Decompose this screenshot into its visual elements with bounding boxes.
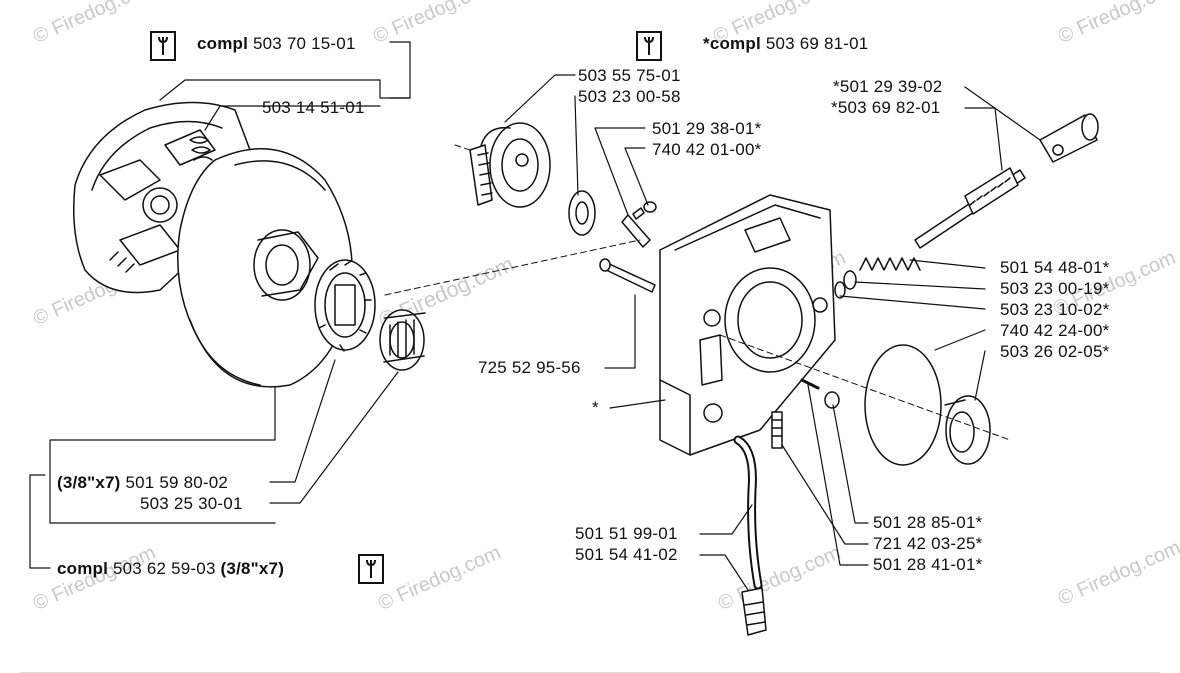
callout-washer-a: 503 23 00-58 — [578, 87, 681, 106]
callout-pump-housing: * — [592, 398, 599, 417]
clutch-drum — [177, 148, 353, 388]
pump-housing — [659, 194, 836, 456]
callout-washer-b: 503 23 00-19* — [1000, 279, 1110, 298]
callout-bearing: 503 25 30-01 — [140, 494, 243, 513]
callout-worm-gear: 503 55 75-01 — [578, 66, 681, 85]
callout-screw-b: 725 52 95-56 — [478, 358, 581, 377]
pump-spring — [859, 257, 921, 271]
callout-clutch-spring: 503 14 51-01 — [262, 98, 365, 117]
callout-clutch-drum: (3/8"x7) 501 59 80-02 — [57, 473, 229, 492]
callout-oil-filter: 501 54 41-02 — [575, 545, 678, 564]
callout-o-ring-small: 740 42 01-00* — [652, 140, 762, 159]
callout-pin: 501 28 41-01* — [873, 555, 983, 574]
seal-ring — [944, 395, 991, 465]
callout-coupling: *501 29 39-02 — [833, 77, 943, 96]
callout-screw-a: 501 29 38-01* — [652, 119, 762, 138]
callout-plug: 501 28 85-01* — [873, 513, 983, 532]
callout-o-ring-large: 740 42 24-00* — [1000, 321, 1110, 340]
pump-shaft — [914, 167, 1026, 249]
worm-gear — [469, 122, 551, 208]
oil-hose — [733, 435, 767, 636]
callout-drum-compl: compl 503 62 59-03 (3/8"x7) — [57, 559, 285, 578]
callout-clutch-compl: compl 503 70 15-01 — [197, 34, 356, 53]
callout-seal-ring: 503 26 02-05* — [1000, 342, 1110, 361]
o-ring — [864, 344, 942, 466]
coupling — [1039, 113, 1099, 163]
callout-pump-shaft: *503 69 82-01 — [831, 98, 941, 117]
drive-sprocket — [314, 259, 376, 352]
wrench-icon — [358, 554, 384, 584]
callout-washer-c: 503 23 10-02* — [1000, 300, 1110, 319]
callout-spring: 501 54 48-01* — [1000, 258, 1110, 277]
callout-nipple: 721 42 03-25* — [873, 534, 983, 553]
wrench-icon — [636, 31, 662, 61]
washer — [568, 190, 596, 236]
needle-bearing — [379, 309, 426, 371]
callout-cover-compl: *compl 503 69 81-01 — [703, 34, 869, 53]
callout-oil-hose: 501 51 99-01 — [575, 524, 678, 543]
wrench-icon — [150, 31, 176, 61]
